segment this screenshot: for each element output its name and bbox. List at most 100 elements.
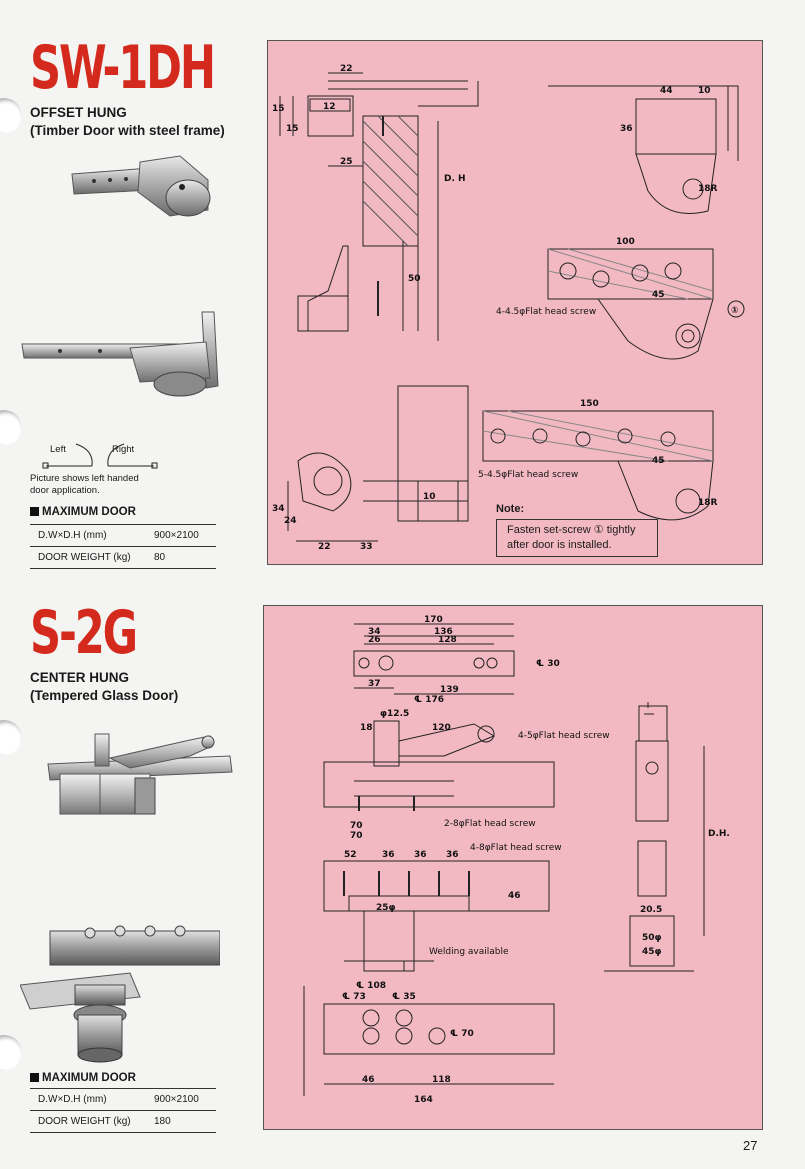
- dim-15: 15: [272, 104, 285, 114]
- dim-door-height: D. H: [444, 174, 466, 184]
- spec-label: DOOR WEIGHT (kg): [30, 1110, 146, 1133]
- dim-36: 36: [620, 124, 633, 134]
- dim-22: 22: [318, 542, 331, 552]
- max-door-spec-table: D.W×D.H (mm) 900×2100 DOOR WEIGHT (kg) 1…: [30, 1088, 216, 1133]
- drawing-lines: 170 34 136 26 128 37 139 ℄ 176 ℄ 30 φ12.…: [303, 615, 730, 1105]
- max-door-heading: MAXIMUM DOOR: [30, 1072, 136, 1084]
- dim-120: 120: [432, 723, 451, 733]
- product-photo-glass-top-pivot: [47, 733, 233, 815]
- dim-18: 18: [360, 723, 373, 733]
- set-screw-marker: ①: [731, 306, 739, 316]
- dim-36: 36: [382, 850, 395, 860]
- dim-46: 46: [362, 1075, 375, 1085]
- spec-label: D.W×D.H (mm): [30, 1088, 146, 1111]
- dim-52: 52: [344, 850, 357, 860]
- screw-callout-a: 4-5φFlat head screw: [518, 731, 610, 741]
- binder-hole: [0, 1035, 22, 1071]
- table-row: D.W×D.H (mm) 900×2100: [30, 524, 216, 547]
- right-hand-label: Right: [112, 444, 135, 455]
- table-row: D.W×D.H (mm) 900×2100: [30, 1088, 216, 1111]
- dim-15: 15: [286, 124, 299, 134]
- product-photo-glass-bottom-pivot: [20, 925, 220, 1063]
- technical-drawing-sw1dh: 22 15 15 12 25 D. H 50 44 10 36 18R 100 …: [267, 40, 763, 565]
- photo-caption: Picture shows left handed door applicati…: [30, 473, 139, 496]
- dim-20-5: 20.5: [640, 905, 662, 915]
- dim-128: 128: [438, 635, 457, 645]
- bullet-square-icon: [30, 1073, 39, 1082]
- dim-170: 170: [424, 615, 443, 625]
- dim-24: 24: [284, 516, 297, 526]
- dim-37: 37: [368, 679, 381, 689]
- dim-diam-50: 50φ: [642, 933, 662, 943]
- dim-diam-45: 45φ: [642, 947, 662, 957]
- dim-136: 136: [434, 627, 453, 637]
- dim-118: 118: [432, 1075, 451, 1085]
- installation-note: Note: Fasten set-screw ① tightly after d…: [496, 503, 658, 557]
- dim-pitch-108: ℄ 108: [356, 981, 386, 991]
- product-photo-top-pivot: [71, 155, 211, 217]
- screw-callout-b: 2-8φFlat head screw: [444, 819, 536, 829]
- dim-pitch-30: ℄ 30: [536, 659, 560, 669]
- drawing-lines: 22 15 15 12 25 D. H 50 44 10 36 18R 100 …: [272, 64, 745, 552]
- screw-callout-c: 4-8φFlat head screw: [470, 843, 562, 853]
- dim-25: 25: [340, 157, 353, 167]
- note-text: Fasten set-screw ① tightly after door is…: [496, 519, 658, 557]
- dim-150: 150: [580, 399, 599, 409]
- dim-12: 12: [323, 102, 336, 112]
- hinge-type: OFFSET HUNG: [30, 105, 127, 120]
- door-application: (Tempered Glass Door): [30, 688, 179, 703]
- screw-callout-a: 4-4.5φFlat head screw: [496, 307, 596, 317]
- dim-45: 45: [652, 456, 665, 466]
- spec-value: 900×2100: [146, 524, 216, 547]
- technical-drawing-s2g: 170 34 136 26 128 37 139 ℄ 176 ℄ 30 φ12.…: [263, 605, 763, 1130]
- dim-36: 36: [414, 850, 427, 860]
- spec-value: 900×2100: [146, 1088, 216, 1111]
- dim-pitch-35: ℄ 35: [392, 992, 416, 1002]
- spec-value: 180: [146, 1110, 216, 1133]
- dim-pitch-73: ℄ 73: [342, 992, 366, 1002]
- dim-70: 70: [350, 831, 363, 841]
- dim-46: 46: [508, 891, 521, 901]
- welding-note: Welding available: [429, 947, 509, 957]
- spec-value: 80: [146, 546, 216, 569]
- dim-33: 33: [360, 542, 373, 552]
- product-photo-bottom-pivot: [21, 311, 219, 397]
- dim-34: 34: [368, 627, 381, 637]
- dim-18r: 18R: [698, 184, 718, 194]
- binder-hole: [0, 410, 22, 446]
- dim-10: 10: [698, 86, 711, 96]
- dim-18r: 18R: [698, 498, 718, 508]
- binder-hole: [0, 98, 22, 134]
- left-hand-label: Left: [50, 444, 66, 455]
- dim-36: 36: [446, 850, 459, 860]
- table-row: DOOR WEIGHT (kg) 180: [30, 1110, 216, 1133]
- model-title-s2g: S-2G: [30, 598, 138, 668]
- dim-34: 34: [272, 504, 285, 514]
- dim-164: 164: [414, 1095, 433, 1105]
- dim-door-height: D.H.: [708, 829, 730, 839]
- note-title: Note:: [496, 503, 525, 515]
- dim-22: 22: [340, 64, 353, 74]
- handing-diagram: [42, 443, 158, 469]
- dim-pitch-70: ℄ 70: [450, 1029, 474, 1039]
- screw-callout-b: 5-4.5φFlat head screw: [478, 470, 578, 480]
- dim-10: 10: [423, 492, 436, 502]
- dim-139: 139: [440, 685, 459, 695]
- bullet-square-icon: [30, 507, 39, 516]
- dim-diam-25: 25φ: [376, 903, 396, 913]
- dim-pitch-176: ℄ 176: [414, 695, 444, 705]
- dim-26: 26: [368, 635, 381, 645]
- binder-hole: [0, 720, 22, 756]
- dim-100: 100: [616, 237, 635, 247]
- dim-70: 70: [350, 821, 363, 831]
- dim-diam-12-5: φ12.5: [380, 709, 409, 719]
- max-door-heading: MAXIMUM DOOR: [30, 506, 136, 518]
- table-row: DOOR WEIGHT (kg) 80: [30, 546, 216, 569]
- max-door-spec-table: D.W×D.H (mm) 900×2100 DOOR WEIGHT (kg) 8…: [30, 524, 216, 569]
- model-title-sw1dh: SW-1DH: [30, 33, 216, 103]
- door-application: (Timber Door with steel frame): [30, 123, 225, 138]
- hinge-type: CENTER HUNG: [30, 670, 130, 685]
- spec-label: D.W×D.H (mm): [30, 524, 146, 547]
- dim-50: 50: [408, 274, 421, 284]
- page-number: 27: [743, 1138, 758, 1153]
